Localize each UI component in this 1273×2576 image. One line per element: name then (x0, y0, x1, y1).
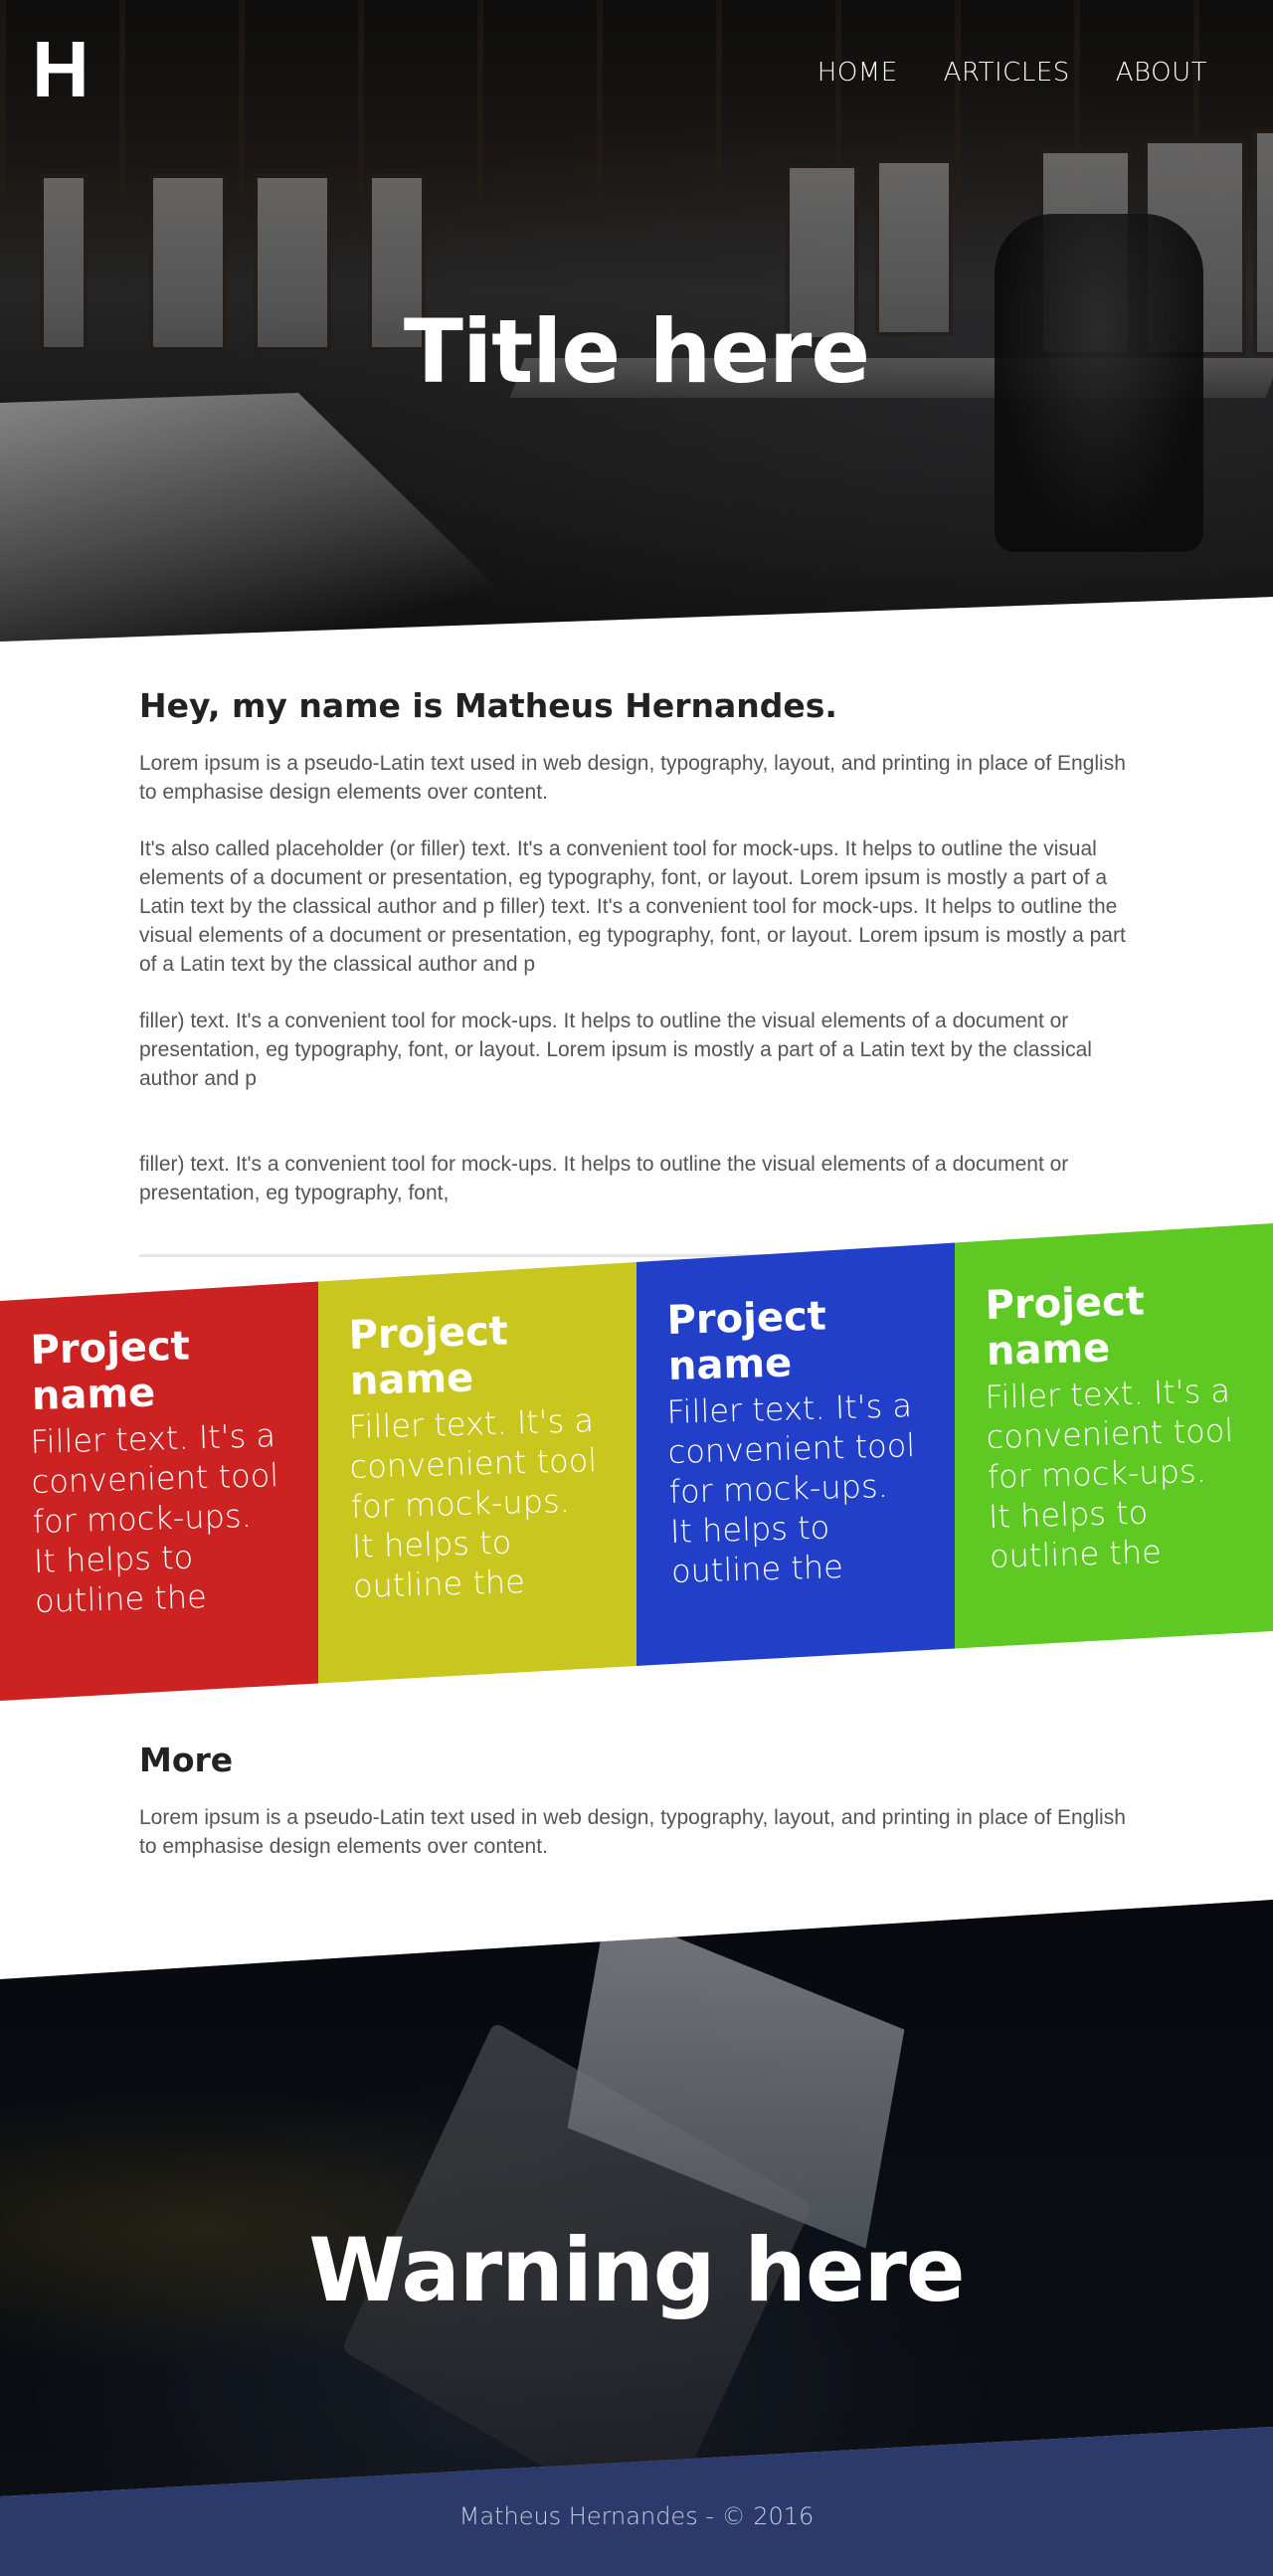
nav-about[interactable]: ABOUT (1115, 58, 1207, 88)
project-description: Filler text. It's a convenient tool for … (30, 1416, 279, 1620)
hero-background-window (368, 174, 426, 351)
hero-background-chair (995, 214, 1203, 552)
warning-title: Warning here (308, 2219, 965, 2322)
about-paragraph: filler) text. It's a convenient tool for… (139, 1010, 1092, 1090)
hero-background-window (149, 174, 227, 351)
more-paragraph: Lorem ipsum is a pseudo-Latin text used … (139, 1806, 1126, 1858)
hero-background-window (40, 174, 88, 351)
project-card[interactable]: Project name Filler text. It's a conveni… (318, 1223, 636, 1701)
project-title: Project name (30, 1323, 191, 1419)
more-heading: More (139, 1741, 234, 1779)
projects-strip: Project name Filler text. It's a conveni… (0, 1223, 1273, 1701)
site-logo[interactable]: H (32, 25, 90, 113)
project-description: Filler text. It's a convenient tool for … (666, 1386, 916, 1590)
project-card[interactable]: Project name Filler text. It's a conveni… (636, 1223, 955, 1701)
about-paragraph: It's also called placeholder (or filler)… (139, 837, 1126, 976)
about-section: Hey, my name is Matheus Hernandes. Lorem… (139, 686, 1134, 1207)
hero-banner (0, 0, 1273, 642)
project-description: Filler text. It's a convenient tool for … (985, 1372, 1234, 1575)
nav-articles[interactable]: ARTICLES (943, 58, 1070, 88)
footer-copyright: Matheus Hernandes - © 2016 (458, 2502, 815, 2530)
nav-home[interactable]: HOME (817, 58, 898, 88)
hero-background-window (786, 164, 858, 341)
about-heading: Hey, my name is Matheus Hernandes. (139, 686, 837, 725)
project-description: Filler text. It's a convenient tool for … (348, 1401, 598, 1605)
project-card[interactable]: Project name Filler text. It's a conveni… (0, 1223, 318, 1701)
hero-background-window (254, 174, 331, 351)
hero-overlay (0, 0, 1273, 642)
about-paragraph: filler) text. It's a convenient tool for… (139, 1153, 1069, 1204)
warning-overlay (0, 1900, 1273, 2496)
more-section: More Lorem ipsum is a pseudo-Latin text … (139, 1741, 1134, 1861)
hero-background-window (875, 159, 953, 336)
project-title: Project name (985, 1278, 1146, 1375)
project-title: Project name (666, 1293, 827, 1389)
about-paragraph: Lorem ipsum is a pseudo-Latin text used … (139, 752, 1126, 804)
project-card[interactable]: Project name Filler text. It's a conveni… (955, 1223, 1273, 1701)
section-divider (139, 1254, 1134, 1257)
hero-background-window (1253, 129, 1273, 356)
warning-banner (0, 1900, 1273, 2496)
project-title: Project name (348, 1308, 509, 1404)
hero-title: Title here (403, 299, 870, 403)
main-nav: HOME ARTICLES ABOUT (818, 58, 1207, 88)
